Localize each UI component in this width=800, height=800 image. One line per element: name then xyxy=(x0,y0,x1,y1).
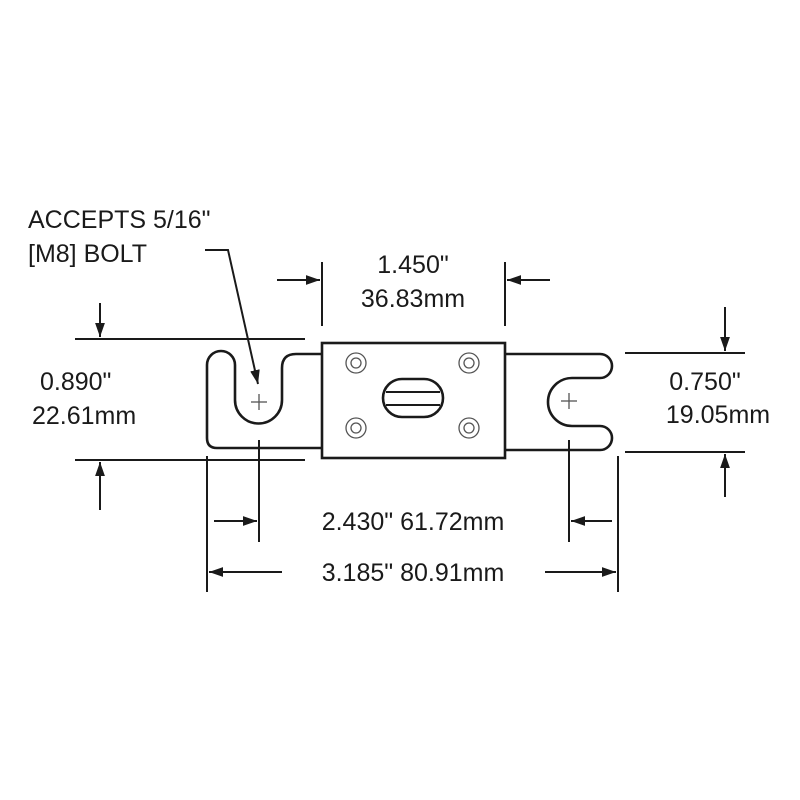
right-height-mm: 19.05mm xyxy=(666,401,770,429)
screw-icon xyxy=(345,352,367,374)
screw-icon xyxy=(458,352,480,374)
left-height-mm: 22.61mm xyxy=(32,402,136,430)
right-terminal xyxy=(505,352,614,452)
left-height-dimension: 0.890" 22.61mm xyxy=(32,303,305,510)
body-width-mm: 36.83mm xyxy=(361,285,465,313)
overall-length-label: 3.185" 80.91mm xyxy=(322,559,505,587)
screw-icon xyxy=(458,417,480,439)
screw-icon xyxy=(345,417,367,439)
right-height-inches: 0.750" xyxy=(669,368,740,396)
inspection-window xyxy=(381,377,445,419)
left-bolt-center-mark xyxy=(251,394,267,410)
left-height-inches: 0.890" xyxy=(40,368,111,396)
hole-spacing-label: 2.430" 61.72mm xyxy=(322,508,505,536)
body-width-inches: 1.450" xyxy=(377,251,448,279)
body-width-dimension: 1.450" 36.83mm xyxy=(277,251,550,326)
bolt-label-line1: ACCEPTS 5/16" xyxy=(28,206,211,234)
bolt-label-line2: [M8] BOLT xyxy=(28,240,147,268)
right-bolt-center-mark xyxy=(561,393,577,409)
overall-length-dimension: 3.185" 80.91mm xyxy=(206,456,619,592)
bolt-callout: ACCEPTS 5/16" [M8] BOLT xyxy=(28,206,260,385)
right-height-dimension: 0.750" 19.05mm xyxy=(625,307,770,497)
left-terminal xyxy=(205,349,322,450)
hole-spacing-dimension: 2.430" 61.72mm xyxy=(214,440,612,542)
fuse-body xyxy=(320,341,507,460)
